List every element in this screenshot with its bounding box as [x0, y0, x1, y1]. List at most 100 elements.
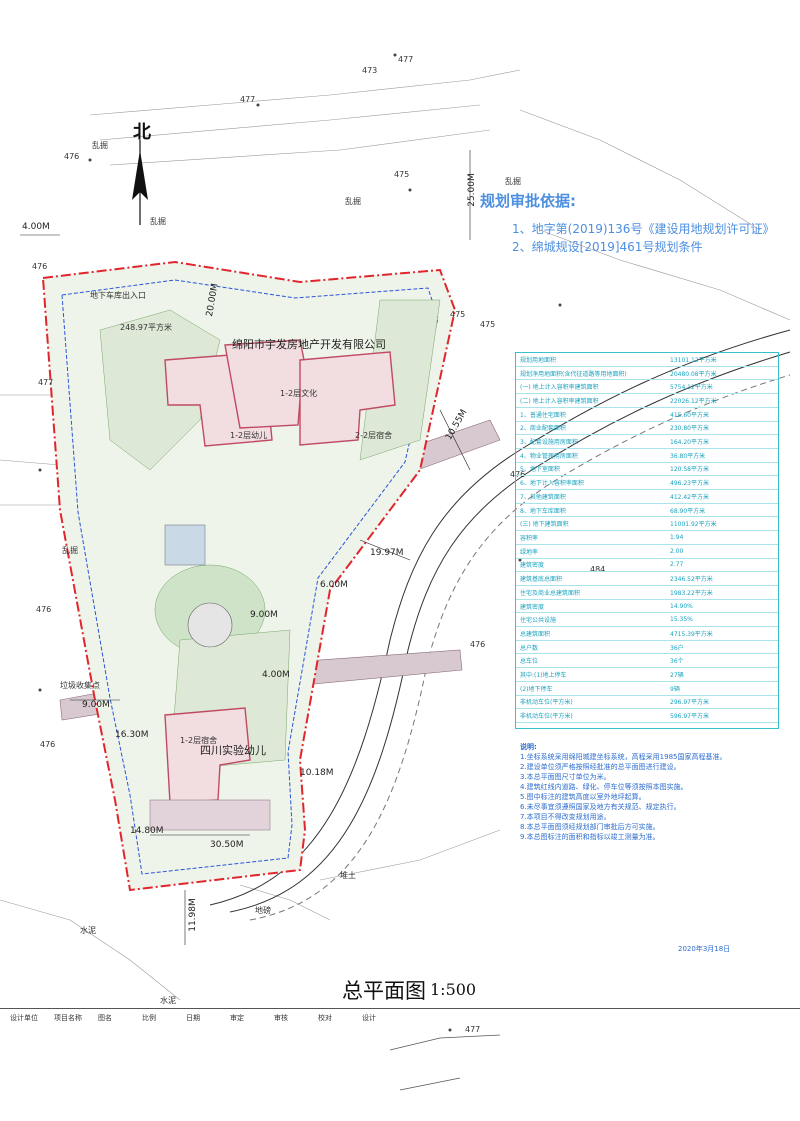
- table-row: 建筑密度 14.90%: [516, 600, 778, 614]
- notes-block: 说明: 1.坐标系统采用绵阳城建坐标系统，高程采用1985国家高程基准。2.建设…: [520, 742, 780, 842]
- note-item: 8.本总平面图须经规划部门审批后方可实施。: [520, 823, 660, 831]
- table-cell-value: 1.94: [670, 533, 684, 541]
- map-label: 水泥: [80, 926, 96, 935]
- elevation-number: 476: [510, 470, 526, 479]
- indicator-table: 规划用地面积 13101.12平方米规划净用地面积(含代征道路等用地面积)2048…: [515, 352, 779, 729]
- notes-heading: 说明:: [520, 743, 537, 751]
- map-label: 乱掘: [505, 177, 521, 186]
- table-cell-value: 2346.52平方米: [670, 576, 713, 584]
- table-cell-label: 5、地下室面积: [520, 466, 560, 474]
- map-label: 垃圾收集点: [60, 681, 100, 690]
- note-item: 4.建筑红线内道路、绿化、停车位等须按照本图实施。: [520, 783, 688, 791]
- dimension-label: 19.97M: [370, 548, 404, 558]
- playground-circle: [187, 602, 233, 648]
- map-label: 地磅: [255, 906, 271, 915]
- table-cell-value: 13101.12平方米: [670, 356, 717, 364]
- table-row: 7、其他建筑面积 412.42平方米: [516, 490, 778, 504]
- table-cell-label: 其中:(1)地上停车: [520, 672, 567, 680]
- table-cell-label: 非机动车位(平方米): [520, 713, 573, 721]
- elevation-number: 473: [362, 66, 378, 75]
- table-cell-label: 7、其他建筑面积: [520, 493, 566, 501]
- dimension-label: 9.00M: [250, 610, 278, 620]
- north-label: 北: [133, 122, 151, 143]
- table-cell-label: 3、配套设施用房面积: [520, 439, 578, 447]
- table-cell-value: 20480.08平方米: [670, 370, 717, 378]
- table-cell-value: 27辆: [670, 672, 684, 680]
- table-cell-label: 2、商业配套面积: [520, 425, 566, 433]
- dimension-label: 25.00M: [466, 173, 477, 207]
- parking-area: [149, 799, 271, 831]
- table-row: 其中:(1)地上停车 27辆: [516, 668, 778, 682]
- table-cell-value: 36个: [670, 658, 684, 666]
- elevation-number: 475: [480, 320, 496, 329]
- buildings: [164, 339, 396, 804]
- north-arrow: [132, 140, 148, 225]
- table-cell-label: 规划用地面积: [520, 356, 557, 364]
- elevation-number: 475: [450, 310, 466, 319]
- title-block-cell: 比例: [142, 1014, 156, 1022]
- table-cell-label: 容积率: [520, 534, 539, 542]
- table-row: 规划用地面积 13101.12平方米: [516, 353, 778, 367]
- dimension-label: 6.00M: [320, 580, 348, 590]
- table-cell-value: 14.90%: [670, 602, 693, 610]
- building-label: 2-2层宿舍: [355, 431, 393, 440]
- elevation-number: 477: [398, 55, 414, 64]
- note-item: 6.未尽事宜须遵照国家及地方有关规范、规定执行。: [520, 803, 681, 811]
- table-cell-label: 8、地下车库面积: [520, 507, 566, 515]
- note-item: 1.坐标系统采用绵阳城建坐标系统，高程采用1985国家高程基准。: [520, 753, 727, 761]
- elevation-number: 476: [32, 262, 48, 271]
- table-cell-value: 5754.12平方米: [670, 384, 713, 392]
- company-label: 绵阳市宇发房地产开发有限公司: [232, 338, 386, 351]
- table-row: (一) 地上计入容积率建筑面积 5754.12平方米: [516, 380, 778, 395]
- table-cell-value: 11001.92平方米: [670, 521, 717, 529]
- dimension-label: 16.30M: [115, 730, 149, 740]
- title-block-cell: 项目名称: [54, 1014, 82, 1022]
- table-row: 5、地下室面积 120.58平方米: [516, 463, 778, 477]
- table-cell-value: 164.20平方米: [670, 439, 709, 447]
- planning-basis-heading: 规划审批依据:: [480, 192, 576, 210]
- elevation-number: 476: [64, 152, 80, 161]
- table-cell-label: 1、普通住宅面积: [520, 411, 566, 419]
- map-label: 堆土: [340, 871, 356, 880]
- court: [164, 524, 206, 566]
- elevation-number: 476: [470, 640, 486, 649]
- map-label: 地下车库出入口: [90, 291, 146, 300]
- table-cell-label: (二) 地上计入容积率建筑面积: [520, 397, 599, 405]
- table-cell-label: 建筑密度: [520, 562, 545, 570]
- dimension-label: 14.80M: [130, 826, 164, 836]
- table-cell-label: 住宅及商业总建筑面积: [520, 589, 581, 597]
- map-label: 乱掘: [62, 546, 78, 555]
- table-cell-label: 总建筑面积: [520, 630, 551, 638]
- table-cell-value: 296.97平方米: [670, 699, 709, 707]
- table-cell-label: 4、物业管理用房面积: [520, 452, 578, 460]
- table-cell-label: 绿地率: [520, 548, 539, 556]
- table-cell-label: 建筑密度: [520, 603, 545, 611]
- drawing-date: 2020年3月18日: [678, 945, 731, 953]
- table-cell-label: 住宅公共设施: [520, 617, 557, 625]
- table-cell-value: 230.80平方米: [670, 425, 709, 433]
- table-cell-value: 496.23平方米: [670, 480, 709, 488]
- table-cell-value: 415.60平方米: [670, 411, 709, 419]
- elevation-markers: [38, 53, 562, 1032]
- table-cell-value: 412.42平方米: [670, 493, 709, 501]
- title-block-cell: 设计单位: [10, 1014, 38, 1022]
- table-row: 4、物业管理用房面积 36.80平方米: [516, 449, 778, 463]
- note-item: 5.图中标注的建筑高度以室外地坪起算。: [520, 793, 646, 801]
- table-row: 规划净用地面积(含代征道路等用地面积)20480.08平方米: [516, 367, 778, 381]
- dimension-label: 4.00M: [22, 222, 50, 232]
- table-cell-value: 120.58平方米: [670, 466, 709, 474]
- drawing-scale: 1:500: [430, 980, 477, 999]
- table-row: 容积率 1.94: [516, 531, 778, 545]
- table-cell-value: 36.80平方米: [670, 452, 706, 460]
- table-cell-label: (一) 地上计入容积率建筑面积: [520, 384, 599, 392]
- building-label: 1-2层宿舍: [180, 736, 218, 745]
- dimension-label: 4.00M: [262, 670, 290, 680]
